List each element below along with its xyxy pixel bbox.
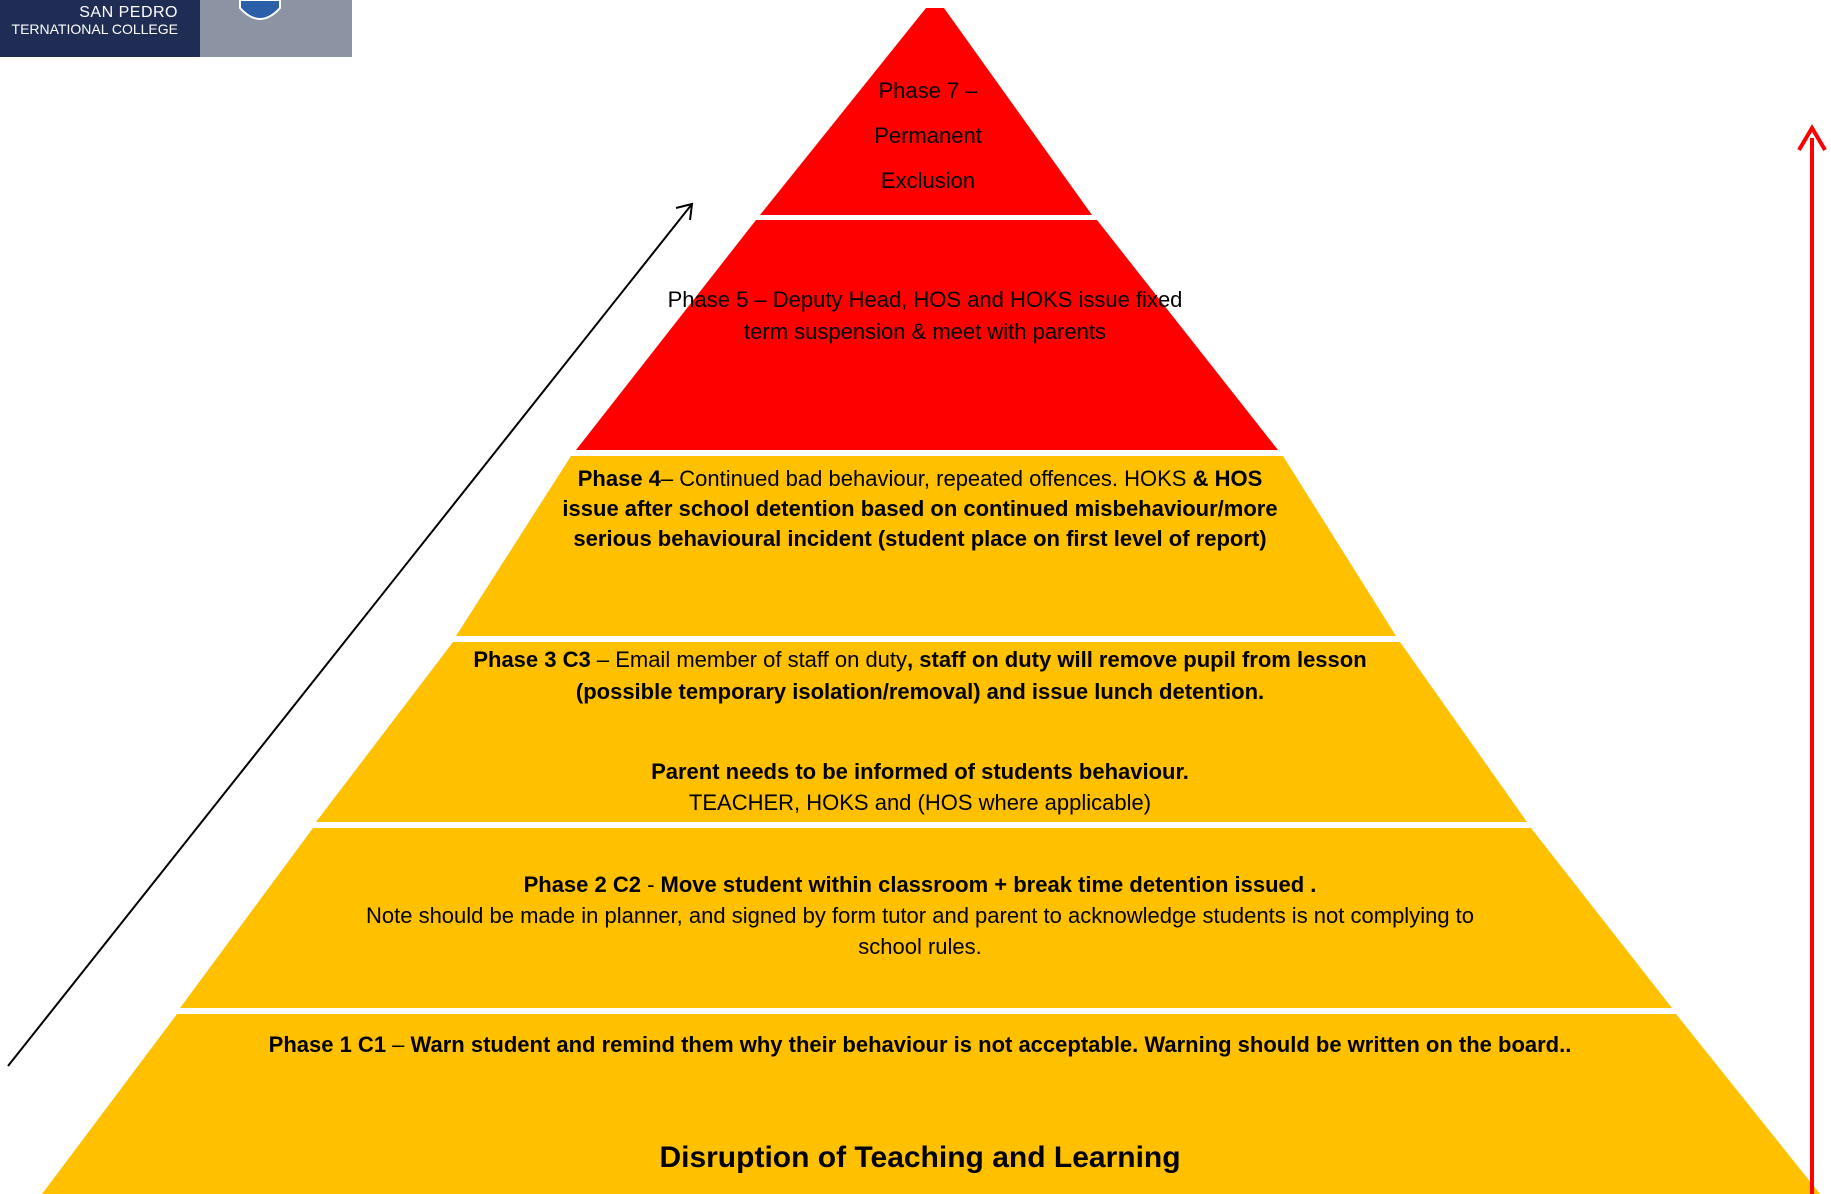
college-crest-panel: [200, 0, 352, 57]
severity-arrow-head-icon: [1797, 124, 1827, 152]
tier-phase-1: [42, 1014, 1820, 1194]
phase-2-dash: -: [640, 872, 661, 897]
phase-2-lead: Phase 2 C2: [523, 872, 641, 897]
phase-7-line-1: Phase 7 –: [878, 78, 978, 103]
phase-4-text-a: – Continued bad behaviour, repeated offe…: [660, 466, 1193, 491]
tier-phase-3: [316, 642, 1527, 822]
escalation-arrow-line: [7, 203, 693, 1067]
phase-3-lead: Phase 3 C3: [473, 647, 591, 672]
phase-3-text-b: , staff on duty will remove pupil from l…: [575, 647, 1367, 704]
phase-3-text-a: – Email member of staff on duty: [590, 647, 908, 672]
phase-4-text-b: & HOS issue after school detention based…: [562, 466, 1278, 551]
phase-1-bold-text: Warn student and remind them why their b…: [410, 1032, 1572, 1057]
phase-3-parent-note: Parent needs to be informed of students …: [460, 756, 1380, 818]
crest-icon: [239, 0, 281, 20]
phase-1-lead: Phase 1 C1: [268, 1032, 387, 1057]
phase-1-dash: –: [386, 1032, 411, 1057]
tier-phase-5: [576, 220, 1278, 450]
phase-3-parent-line: Parent needs to be informed of students …: [651, 759, 1189, 784]
phase-3-text: Phase 3 C3 – Email member of staff on du…: [460, 644, 1380, 708]
phase-2-bold-text: Move student within classroom + break ti…: [660, 872, 1317, 897]
tier-phase-4: [456, 456, 1396, 636]
phase-7-label: Phase 7 – Permanent Exclusion: [818, 68, 1038, 203]
tier-phase-2: [180, 828, 1672, 1008]
phase-4-text: Phase 4– Continued bad behaviour, repeat…: [560, 464, 1280, 554]
phase-3-who-line: TEACHER, HOKS and (HOS where applicable): [688, 790, 1152, 815]
phase-7-line-2: Permanent: [874, 123, 982, 148]
logo-line-1: SAN PEDRO: [79, 4, 178, 21]
phase-1-text: Phase 1 C1 – Warn student and remind the…: [250, 1028, 1590, 1061]
college-logo-text: SAN PEDRO TERNATIONAL COLLEGE: [0, 0, 200, 57]
logo-line-2: TERNATIONAL COLLEGE: [11, 21, 178, 37]
escalation-arrow-head-icon: [675, 202, 694, 221]
phase-2-note: Note should be made in planner, and sign…: [365, 903, 1475, 959]
pyramid-base-label: Disruption of Teaching and Learning: [659, 1141, 1181, 1174]
phase-4-lead: Phase 4: [577, 466, 661, 491]
phase-2-text: Phase 2 C2 - Move student within classro…: [360, 869, 1480, 962]
phase-5-text: Phase 5 – Deputy Head, HOS and HOKS issu…: [667, 287, 1183, 344]
phase-7-line-3: Exclusion: [880, 168, 976, 193]
tier-phase-7: [760, 8, 1092, 215]
